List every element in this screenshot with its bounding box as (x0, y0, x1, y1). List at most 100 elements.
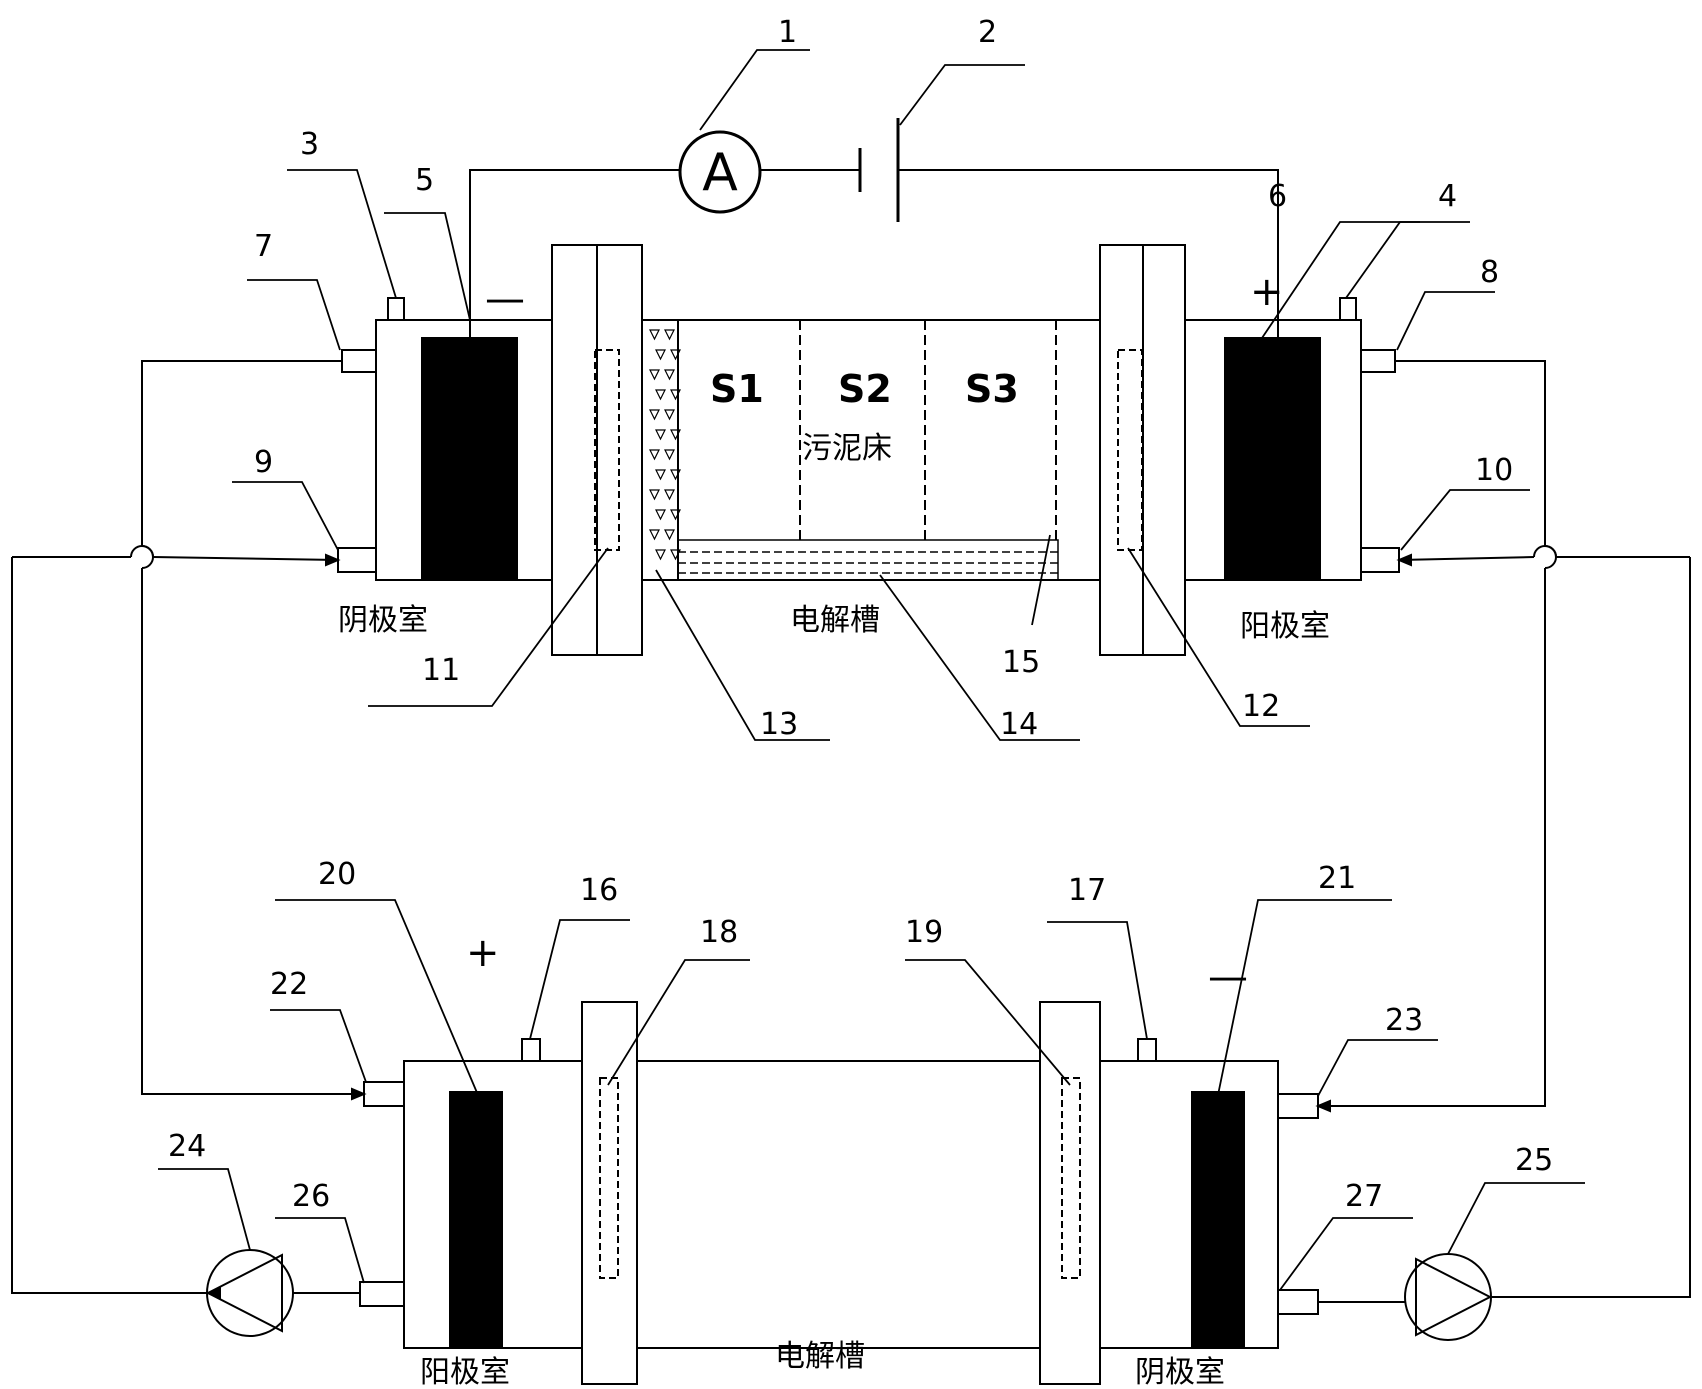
filler-triangle (655, 389, 666, 401)
label-2: 2 (978, 15, 997, 50)
port-16 (521, 1038, 541, 1062)
port-7 (341, 349, 377, 373)
filler-triangle (655, 509, 666, 521)
filler-pattern (649, 329, 681, 561)
label-19: 19 (905, 915, 943, 950)
label-24: 24 (168, 1129, 206, 1164)
arrow-into-9 (325, 553, 341, 567)
pipe-8-to-23-lower (1318, 568, 1546, 1107)
port-9 (337, 547, 377, 573)
label-5: 5 (415, 163, 434, 198)
circuit-wire-left (469, 169, 680, 340)
label-7: 7 (254, 229, 273, 264)
label-22: 22 (270, 967, 308, 1002)
filler-triangle (655, 349, 666, 361)
arrow-out-pump24 (205, 1286, 221, 1300)
sludge-bed-label: 污泥床 (802, 431, 892, 466)
label-6: 6 (1268, 179, 1287, 214)
label-4: 4 (1438, 179, 1457, 214)
top-cathode-chamber-label: 阴极室 (338, 603, 428, 638)
bottom-anode-chamber-label: 阳极室 (420, 1355, 510, 1389)
port-22 (363, 1081, 405, 1107)
filler-triangle (670, 429, 681, 441)
filler-triangle (649, 369, 660, 381)
filler-triangle (664, 329, 675, 341)
top-right-frame-outer (1099, 244, 1144, 656)
label-16: 16 (580, 873, 618, 908)
label-1: 1 (778, 15, 797, 50)
top-right-frame-inner (1142, 244, 1186, 656)
filler-triangle (655, 429, 666, 441)
label-10: 10 (1475, 453, 1513, 488)
ammeter-symbol: A (702, 143, 738, 203)
number-labels: 1 2 3 4 5 6 7 8 9 10 11 12 13 14 15 16 1… (168, 15, 1553, 1214)
port-23 (1277, 1093, 1319, 1119)
top-cathode-electrode (421, 337, 518, 581)
port-3 (387, 297, 405, 321)
section-s1: S1 (710, 367, 764, 411)
label-18: 18 (700, 915, 738, 950)
bottom-cathode-chamber (1099, 1060, 1279, 1349)
label-21: 21 (1318, 861, 1356, 896)
bottom-layer-14 (677, 539, 1059, 581)
filler-triangle (670, 549, 681, 561)
bottom-left-frame (581, 1001, 638, 1385)
bottom-tank-label: 电解槽 (775, 1339, 865, 1374)
arrow-into-23 (1315, 1099, 1331, 1113)
filler-triangle (649, 409, 660, 421)
top-anode-chamber-label: 阳极室 (1240, 609, 1330, 644)
filler-triangle (670, 469, 681, 481)
bottom-left-polarity: + (466, 930, 500, 976)
pipe-9-to-port (152, 556, 339, 561)
circuit-wire-right (898, 169, 1279, 340)
filler-triangle (649, 529, 660, 541)
filler-triangle (664, 449, 675, 461)
filler-triangle (664, 489, 675, 501)
filler-triangle (655, 469, 666, 481)
ammeter-1: A (678, 130, 762, 214)
bottom-anode-electrode (449, 1091, 503, 1349)
label-15: 15 (1002, 645, 1040, 680)
label-25: 25 (1515, 1143, 1553, 1178)
port-10 (1360, 547, 1400, 573)
arrow-into-10 (1396, 553, 1412, 567)
label-11: 11 (422, 653, 460, 688)
port-8 (1360, 349, 1396, 373)
label-23: 23 (1385, 1003, 1423, 1038)
top-right-polarity: + (1250, 269, 1284, 315)
pipe-crossover-right (1544, 545, 1557, 569)
pipe-7-to-22-lower (141, 568, 364, 1095)
filler-triangle (664, 529, 675, 541)
filler-triangle (670, 509, 681, 521)
top-anode-electrode (1224, 337, 1321, 581)
section-s3: S3 (965, 367, 1019, 411)
filler-triangle (664, 409, 675, 421)
membrane-11 (594, 349, 620, 551)
top-cell (337, 118, 1400, 656)
section-s2: S2 (838, 367, 892, 411)
pump-25 (1404, 1253, 1492, 1341)
membrane-19 (1061, 1077, 1081, 1279)
top-tank-label: 电解槽 (790, 603, 880, 638)
label-20: 20 (318, 857, 356, 892)
bottom-cathode-electrode (1191, 1091, 1245, 1349)
pipe-7-to-22 (141, 360, 342, 546)
label-17: 17 (1068, 873, 1106, 908)
arrow-into-22 (351, 1087, 367, 1101)
pipe-crossover-10 (1533, 545, 1557, 558)
pipe-10-to-port (1398, 556, 1535, 561)
membrane-18 (599, 1077, 619, 1279)
filler-triangle (664, 369, 675, 381)
filler-triangle (649, 489, 660, 501)
port-26 (359, 1281, 405, 1307)
bottom-cell (11, 360, 1691, 1385)
label-27: 27 (1345, 1179, 1383, 1214)
label-26: 26 (292, 1179, 330, 1214)
port-17 (1137, 1038, 1157, 1062)
pump-24-triangle (205, 1253, 283, 1333)
text-labels: — + S1 S2 S3 污泥床 阴极室 电解槽 阳极室 + — 阳极室 电解槽… (338, 269, 1330, 1389)
bottom-right-polarity: — (1208, 954, 1248, 1000)
filler-triangle (649, 329, 660, 341)
filler-triangle (670, 349, 681, 361)
leader-lines (158, 49, 1585, 1291)
